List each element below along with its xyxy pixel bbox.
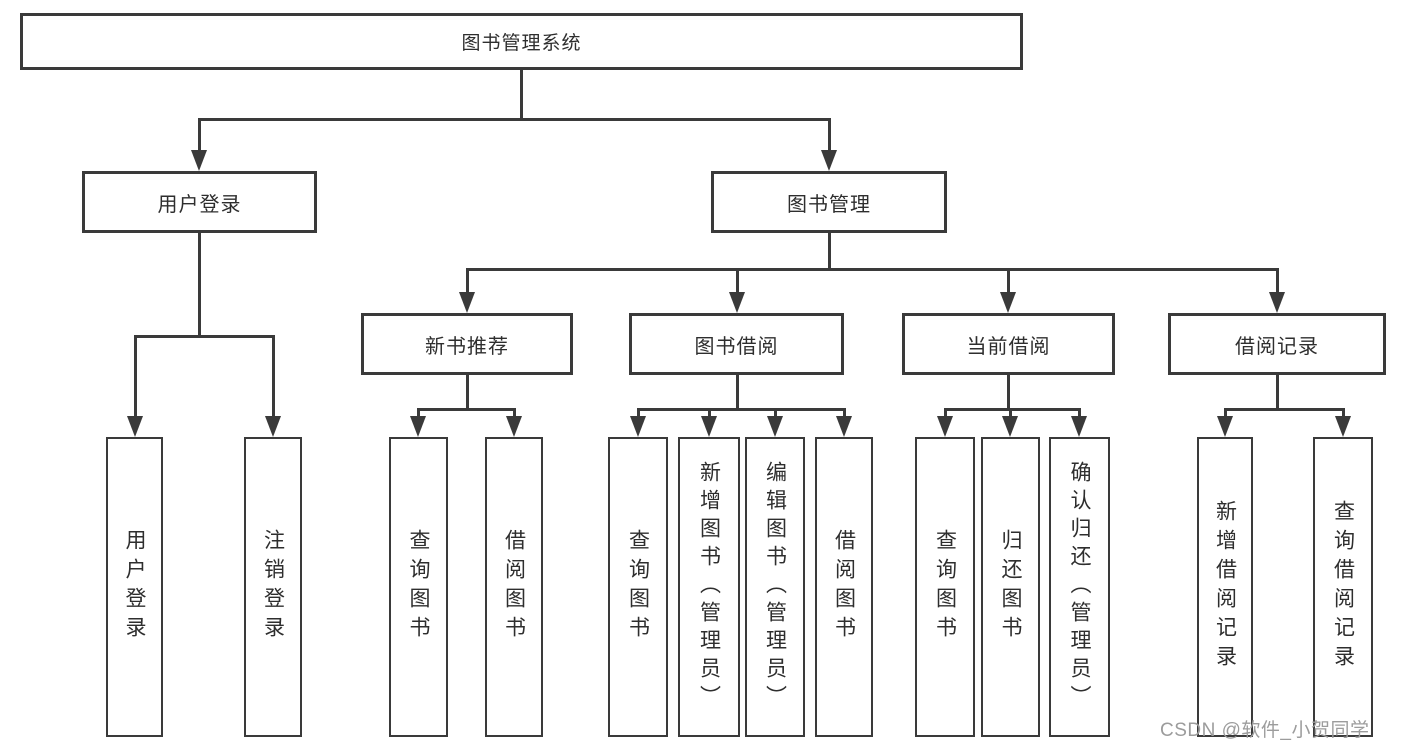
arrowhead-icon <box>1217 416 1233 437</box>
connector-line <box>1275 375 1279 410</box>
node-label: 图书管理 <box>787 193 871 216</box>
arrowhead-icon <box>410 416 426 437</box>
leaf-add-books-admin: 新增图书（管理员） <box>678 437 740 737</box>
csdn-watermark: CSDN @软件_小贺同学 <box>1160 720 1370 741</box>
connector-line <box>416 408 420 420</box>
leaf-user-login: 用户登录 <box>106 437 163 737</box>
node-label: 用户登录 <box>157 193 242 216</box>
arrowhead-icon <box>701 416 717 437</box>
leaf-query-books-recommend: 查询图书 <box>389 437 448 737</box>
arrowhead-icon <box>1002 416 1018 437</box>
leaf-label: 借阅图书 <box>832 529 856 645</box>
connector-line <box>735 375 739 410</box>
connector-line <box>512 408 516 420</box>
connector-line <box>1341 408 1345 420</box>
leaf-label: 新增图书（管理员） <box>697 461 721 713</box>
leaf-label: 用户登录 <box>123 529 146 645</box>
arrowhead-icon <box>1269 292 1285 313</box>
node-borrowing-records: 借阅记录 <box>1168 313 1386 375</box>
connector-line <box>827 118 831 153</box>
connector-line <box>133 335 275 338</box>
connector-line <box>707 408 711 420</box>
leaf-label: 归还图书 <box>999 529 1022 645</box>
node-user-login: 用户登录 <box>82 171 317 233</box>
arrowhead-icon <box>1000 292 1016 313</box>
connector-line <box>943 408 947 420</box>
arrowhead-icon <box>630 416 646 437</box>
connector-line <box>197 118 201 153</box>
connector-line <box>773 408 777 420</box>
leaf-label: 确认归还（管理员） <box>1068 461 1091 713</box>
leaf-logout: 注销登录 <box>244 437 302 737</box>
connector-line <box>1223 408 1345 411</box>
node-label: 图书借阅 <box>694 335 779 358</box>
node-library-system: 图书管理系统 <box>20 13 1023 70</box>
connector-line <box>133 335 137 419</box>
leaf-return-books: 归还图书 <box>981 437 1040 737</box>
connector-line <box>416 408 516 411</box>
connector-line <box>520 70 523 120</box>
leaf-confirm-return-admin: 确认归还（管理员） <box>1049 437 1110 737</box>
arrowhead-icon <box>821 150 837 171</box>
connector-line <box>1006 268 1010 295</box>
node-book-management: 图书管理 <box>711 171 947 233</box>
node-label: 当前借阅 <box>966 335 1051 358</box>
arrowhead-icon <box>191 150 207 171</box>
connector-line <box>465 268 469 295</box>
connector-line <box>271 335 275 419</box>
connector-line <box>636 408 640 420</box>
connector-line <box>943 408 1081 411</box>
connector-line <box>1008 408 1012 420</box>
leaf-query-borrow-record: 查询借阅记录 <box>1313 437 1373 737</box>
node-label: 新书推荐 <box>425 335 509 358</box>
leaf-borrow-books-recommend: 借阅图书 <box>485 437 543 737</box>
leaf-label: 查询图书 <box>407 529 430 645</box>
arrowhead-icon <box>127 416 143 437</box>
connector-line <box>1077 408 1081 420</box>
node-current-borrowing: 当前借阅 <box>902 313 1115 375</box>
connector-line <box>465 375 469 410</box>
leaf-label: 查询图书 <box>933 529 957 645</box>
arrowhead-icon <box>836 416 852 437</box>
arrowhead-icon <box>459 292 475 313</box>
arrowhead-icon <box>729 292 745 313</box>
arrowhead-icon <box>1071 416 1087 437</box>
connector-line <box>827 233 831 270</box>
connector-line <box>842 408 846 420</box>
leaf-label: 注销登录 <box>261 529 285 645</box>
arrowhead-icon <box>767 416 783 437</box>
arrowhead-icon <box>506 416 522 437</box>
leaf-label: 查询图书 <box>626 529 650 645</box>
leaf-borrow-books: 借阅图书 <box>815 437 873 737</box>
leaf-query-books-borrowing: 查询图书 <box>608 437 668 737</box>
node-label: 图书管理系统 <box>461 33 582 54</box>
arrowhead-icon <box>265 416 281 437</box>
leaf-add-borrow-record: 新增借阅记录 <box>1197 437 1253 737</box>
node-label: 借阅记录 <box>1235 335 1319 358</box>
connector-line <box>1275 268 1279 295</box>
connector-line <box>197 233 201 337</box>
connector-line <box>197 118 831 121</box>
connector-line <box>465 268 1279 271</box>
connector-line <box>636 408 846 411</box>
leaf-label: 查询借阅记录 <box>1331 500 1355 674</box>
node-book-borrowing: 图书借阅 <box>629 313 844 375</box>
leaf-edit-books-admin: 编辑图书（管理员） <box>745 437 805 737</box>
leaf-label: 新增借阅记录 <box>1213 500 1237 674</box>
leaf-label: 借阅图书 <box>502 529 526 645</box>
arrowhead-icon <box>937 416 953 437</box>
connector-line <box>735 268 739 295</box>
leaf-query-books-current: 查询图书 <box>915 437 975 737</box>
leaf-label: 编辑图书（管理员） <box>763 461 787 713</box>
node-new-book-recommend: 新书推荐 <box>361 313 573 375</box>
connector-line <box>1006 375 1010 410</box>
arrowhead-icon <box>1335 416 1351 437</box>
connector-line <box>1223 408 1227 420</box>
